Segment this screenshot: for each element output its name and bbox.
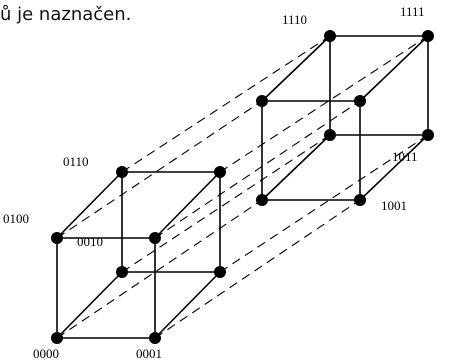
vertex-node: [324, 129, 336, 141]
vertex-node: [51, 332, 63, 344]
dimension-link: [154, 199, 361, 339]
cube-edge: [359, 134, 429, 201]
vertex-node: [149, 332, 161, 344]
label-0001: 0001: [136, 346, 162, 361]
dimension-link: [219, 134, 429, 273]
vertex-node: [214, 266, 226, 278]
label-0010: 0010: [77, 234, 103, 249]
label-1110: 1110: [282, 12, 307, 27]
vertex-node: [422, 30, 434, 42]
dimension-link: [121, 35, 331, 173]
vertex-node: [116, 266, 128, 278]
cube-edge: [261, 35, 331, 102]
cube-edge: [56, 171, 123, 239]
caption-text: ů je naznačen.: [0, 4, 132, 25]
vertex-node: [116, 166, 128, 178]
dimension-link: [154, 100, 361, 239]
label-1011: 1011: [392, 149, 418, 164]
vertex-node: [354, 95, 366, 107]
cube-edge: [56, 271, 123, 339]
cube-edges: [56, 35, 429, 339]
vertex-labels: 0000 0001 0010 0100 0110 1001 1011 1110 …: [3, 4, 425, 361]
dimension-link: [56, 100, 263, 239]
cube-edge: [359, 35, 429, 102]
vertex-node: [256, 95, 268, 107]
vertex-node: [256, 194, 268, 206]
label-0000: 0000: [33, 346, 59, 361]
vertex-node: [422, 129, 434, 141]
dimension-link: [219, 35, 429, 173]
vertex-node: [149, 232, 161, 244]
vertex-node: [214, 166, 226, 178]
label-1001: 1001: [381, 198, 407, 213]
cube-edge: [154, 271, 221, 339]
vertices: [51, 30, 434, 344]
vertex-node: [354, 194, 366, 206]
label-1111: 1111: [400, 4, 425, 19]
dimension-link: [56, 199, 263, 339]
dimension-4-links: [56, 35, 429, 339]
cube-edge: [261, 134, 331, 201]
vertex-node: [324, 30, 336, 42]
vertex-node: [51, 232, 63, 244]
label-0110: 0110: [63, 154, 89, 169]
dimension-link: [121, 134, 331, 273]
cube-edge: [154, 171, 221, 239]
label-0100: 0100: [3, 211, 29, 226]
